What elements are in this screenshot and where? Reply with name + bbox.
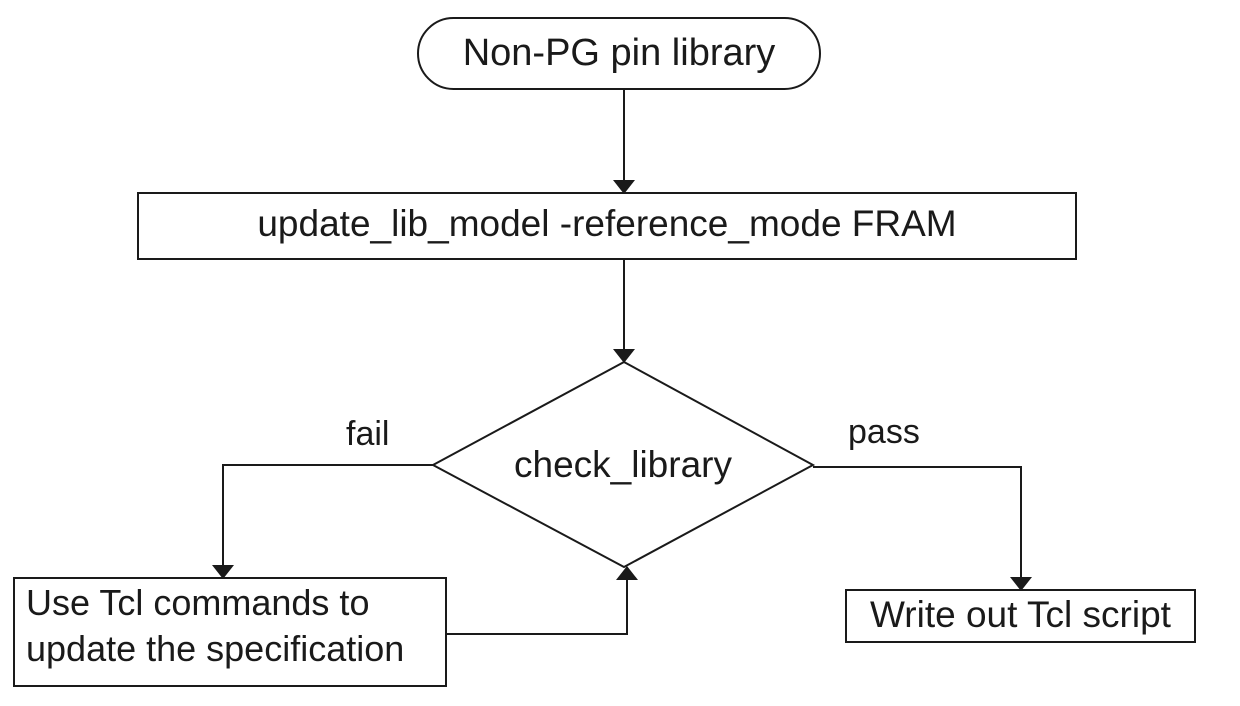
pass-edge-label: pass — [848, 413, 920, 451]
output-label: Write out Tcl script — [870, 594, 1171, 635]
tcl-update-label-line-1: Use Tcl commands to — [26, 582, 370, 623]
tcl-update-process-box — [13, 577, 447, 687]
update-process-label: update_lib_model -reference_mode FRAM — [257, 203, 957, 244]
start-terminator — [417, 17, 821, 90]
arrow-fail-branch — [212, 464, 433, 579]
start-label: Non-PG pin library — [462, 32, 776, 74]
tcl-update-label: Use Tcl commands to update the specifica… — [26, 580, 404, 672]
fail-edge-label: fail — [346, 415, 390, 453]
write-tcl-output-box — [845, 589, 1196, 643]
decision-label: check_library — [514, 444, 732, 485]
arrow-loop-back — [446, 566, 638, 635]
arrow-pass-branch — [813, 466, 1032, 591]
update-process-box — [137, 192, 1077, 260]
tcl-update-label-line-2: update the specification — [26, 628, 405, 669]
